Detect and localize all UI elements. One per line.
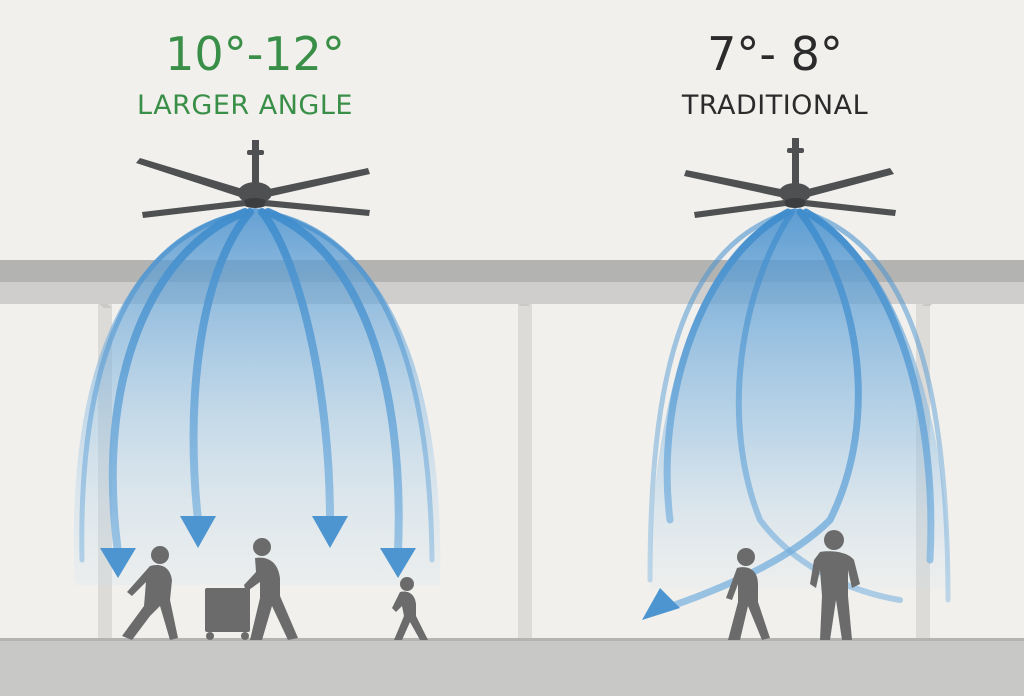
child-walking-icon [392, 577, 428, 640]
ceiling-fan-icon [136, 140, 370, 218]
left-airflow-pattern [73, 208, 441, 585]
person-walking-icon [122, 546, 178, 640]
left-angle-value: 10°-12° [165, 27, 345, 81]
person-pushing-cart-icon [205, 538, 298, 640]
ceiling-fan-icon [684, 138, 896, 218]
floor [0, 638, 1024, 696]
right-angle-caption: TRADITIONAL [681, 90, 869, 121]
airflow-arrow-icon [642, 588, 680, 620]
left-angle-caption: LARGER ANGLE [137, 90, 353, 121]
person-walking-icon [726, 548, 770, 640]
right-airflow-pattern [642, 208, 951, 620]
right-angle-value: 7°- 8° [707, 27, 843, 81]
airflow-arrow-icon [100, 516, 416, 578]
person-standing-icon [810, 530, 860, 640]
